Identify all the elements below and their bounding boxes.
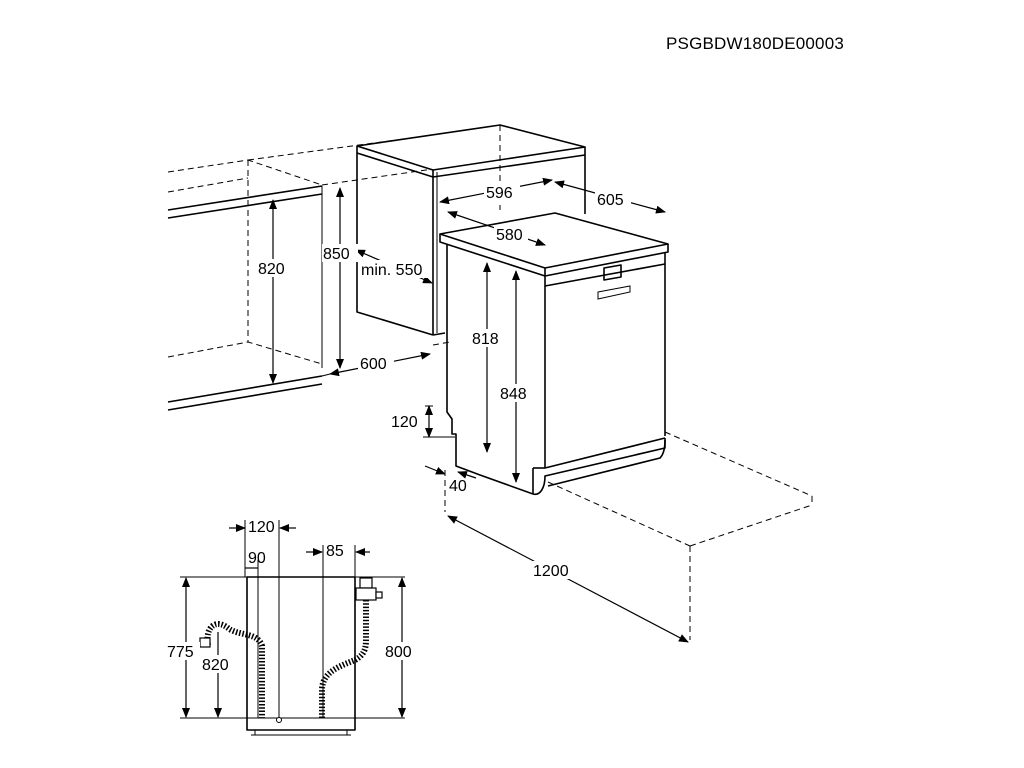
height-hose-label: 820 (202, 657, 229, 674)
plinth-height-label: 120 (391, 414, 418, 431)
dishwasher-appliance (439, 212, 669, 496)
appliance-height-max-label: 848 (500, 386, 527, 403)
niche-height-label: 820 (258, 261, 285, 278)
door-swing-label: 1200 (533, 563, 569, 580)
left-offset-label: 120 (248, 519, 275, 536)
floor-door-area (444, 431, 813, 640)
appliance-depth-label: 605 (597, 192, 624, 209)
appliance-width-label: 596 (486, 185, 513, 202)
appliance-height-label: 818 (472, 331, 499, 348)
plinth-depth-label: 40 (449, 478, 467, 495)
right-offset-label: 85 (326, 543, 344, 560)
niche-depth-label: min. 550 (361, 262, 422, 279)
rear-connection-view (180, 520, 405, 736)
niche-height-max-label: 850 (323, 246, 350, 263)
document-code: PSGBDW180DE00003 (666, 34, 845, 53)
niche-width-label: 600 (360, 356, 387, 373)
hose-offset-label: 90 (248, 550, 266, 567)
worktop-depth-label: 580 (496, 227, 523, 244)
height-left-label: 775 (167, 644, 194, 661)
height-right-label: 800 (385, 644, 412, 661)
